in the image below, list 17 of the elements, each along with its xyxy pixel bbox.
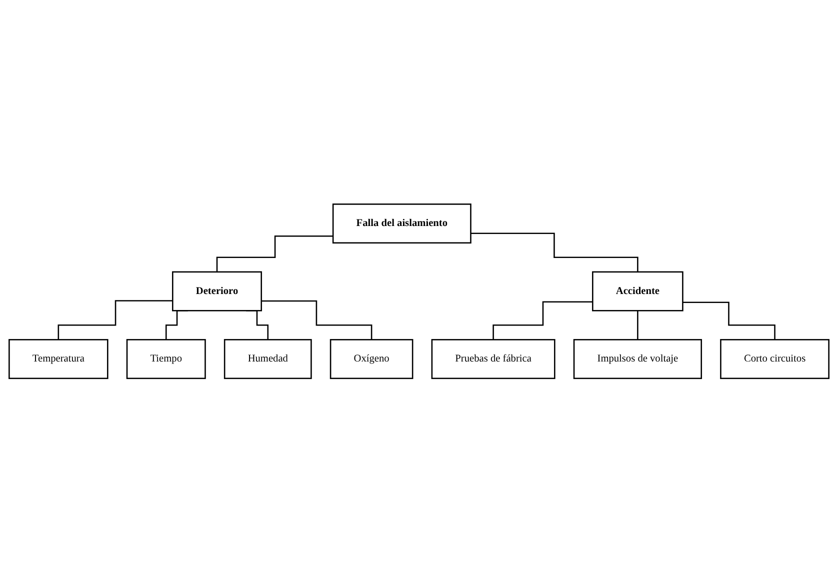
node-box: Humedad xyxy=(224,338,312,379)
node-box: Tiempo xyxy=(126,338,206,379)
node-box: Accidente xyxy=(592,271,684,311)
node-box: Falla del aislamiento xyxy=(332,203,472,244)
connector xyxy=(682,301,776,340)
node-box: Temperatura xyxy=(8,338,108,379)
node-box: Oxígeno xyxy=(330,338,414,379)
node-box: Corto circuitos xyxy=(720,338,830,379)
connector xyxy=(492,300,593,340)
node-box: Impulsos de voltaje xyxy=(573,338,702,379)
connector xyxy=(58,300,173,340)
node-box: Pruebas de fábrica xyxy=(431,338,556,379)
connector xyxy=(261,300,372,340)
connector xyxy=(216,235,334,272)
node-box: Deterioro xyxy=(172,271,262,311)
connector xyxy=(637,310,638,340)
connector xyxy=(470,232,638,272)
